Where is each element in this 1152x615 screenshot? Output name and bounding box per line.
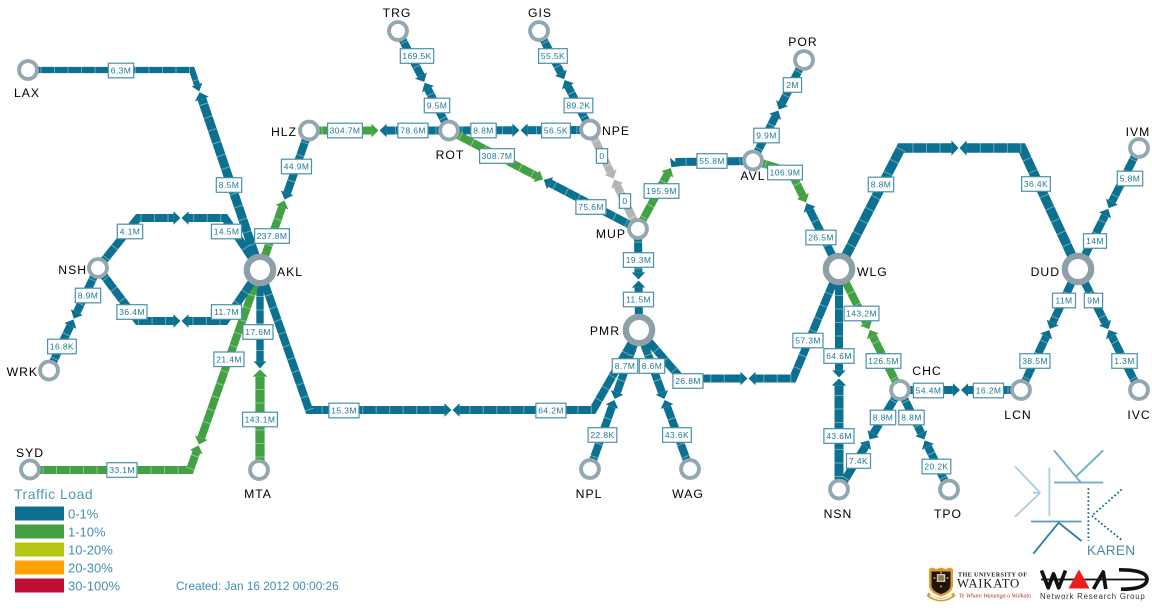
svg-text:9.9M: 9.9M (756, 131, 777, 141)
svg-text:4.1M: 4.1M (120, 227, 141, 237)
svg-text:36.4K: 36.4K (1024, 179, 1048, 189)
svg-text:14M: 14M (1086, 236, 1104, 246)
svg-text:WLG: WLG (857, 265, 888, 279)
svg-text:8.8M: 8.8M (873, 413, 894, 423)
svg-text:10-20%: 10-20% (68, 543, 113, 558)
svg-text:43.6M: 43.6M (826, 431, 852, 441)
svg-text:WAIKATO: WAIKATO (957, 577, 1020, 591)
svg-text:8.8M: 8.8M (871, 180, 892, 190)
svg-text:56.5K: 56.5K (544, 126, 568, 136)
svg-text:78.6M: 78.6M (400, 126, 426, 136)
svg-text:30-100%: 30-100% (68, 579, 120, 594)
svg-text:DUD: DUD (1031, 265, 1060, 279)
svg-text:20-30%: 20-30% (68, 561, 113, 576)
svg-text:14.5M: 14.5M (214, 227, 240, 237)
svg-text:64.6M: 64.6M (826, 351, 852, 361)
svg-text:PMR: PMR (590, 324, 620, 338)
svg-text:75.6M: 75.6M (578, 202, 604, 212)
svg-text:26.5M: 26.5M (808, 233, 834, 243)
svg-text:MUP: MUP (596, 227, 626, 241)
svg-text:LAX: LAX (14, 86, 40, 100)
svg-text:Created: Jan 16 2012 00:00:26: Created: Jan 16 2012 00:00:26 (176, 579, 339, 593)
svg-text:304.7M: 304.7M (330, 126, 361, 136)
svg-text:11.7M: 11.7M (214, 307, 239, 317)
svg-text:143.1M: 143.1M (245, 415, 276, 425)
svg-text:NPE: NPE (602, 124, 630, 138)
svg-text:WAG: WAG (672, 487, 704, 501)
svg-text:IVM: IVM (1126, 125, 1151, 139)
svg-text:237.8M: 237.8M (257, 231, 288, 241)
svg-text:26.8M: 26.8M (675, 376, 701, 386)
svg-text:NPL: NPL (576, 487, 603, 501)
svg-text:9.5M: 9.5M (427, 101, 448, 111)
svg-text:169.5K: 169.5K (402, 51, 431, 61)
svg-text:Te Whare Wananga o Waikato: Te Whare Wananga o Waikato (959, 593, 1031, 599)
svg-text:15.3M: 15.3M (331, 406, 357, 416)
svg-text:5.8M: 5.8M (1120, 174, 1141, 184)
svg-text:8.5M: 8.5M (219, 180, 240, 190)
svg-text:44.9M: 44.9M (284, 162, 310, 172)
svg-text:KAREN: KAREN (1087, 543, 1135, 558)
svg-text:106.9M: 106.9M (770, 168, 801, 178)
svg-text:143.2M: 143.2M (846, 309, 877, 319)
svg-text:Network Research Group: Network Research Group (1040, 592, 1146, 601)
svg-text:TRG: TRG (383, 6, 412, 20)
svg-text:WRK: WRK (7, 365, 38, 379)
svg-text:2M: 2M (786, 80, 799, 90)
svg-text:16.2M: 16.2M (976, 386, 1002, 396)
svg-text:8.7M: 8.7M (615, 361, 636, 371)
svg-text:16.8K: 16.8K (50, 342, 74, 352)
svg-text:89.2K: 89.2K (566, 101, 590, 111)
svg-text:6.3M: 6.3M (111, 66, 132, 76)
svg-text:0-1%: 0-1% (68, 507, 99, 522)
svg-text:0: 0 (599, 151, 604, 161)
svg-text:308.7M: 308.7M (482, 151, 513, 161)
svg-text:195.9M: 195.9M (646, 186, 677, 196)
svg-text:20.2K: 20.2K (924, 462, 948, 472)
svg-text:CHC: CHC (912, 364, 941, 378)
svg-text:19.3M: 19.3M (626, 255, 652, 265)
svg-text:126.5M: 126.5M (868, 356, 899, 366)
svg-text:64.2M: 64.2M (538, 406, 564, 416)
svg-text:8.8M: 8.8M (473, 126, 494, 136)
svg-text:8.6M: 8.6M (642, 361, 663, 371)
svg-text:IVC: IVC (1127, 408, 1150, 422)
svg-text:TPO: TPO (934, 507, 962, 521)
svg-text:LCN: LCN (1004, 408, 1031, 422)
svg-text:22.8K: 22.8K (590, 430, 614, 440)
svg-text:55.5K: 55.5K (541, 51, 565, 61)
svg-text:17.6M: 17.6M (245, 327, 271, 337)
svg-text:36.4M: 36.4M (119, 307, 145, 317)
svg-text:38.5M: 38.5M (1022, 356, 1048, 366)
svg-text:33.1M: 33.1M (109, 465, 135, 475)
svg-text:21.4M: 21.4M (216, 354, 242, 364)
svg-text:1-10%: 1-10% (68, 525, 106, 540)
svg-text:AVL: AVL (740, 169, 765, 183)
svg-text:GIS: GIS (528, 6, 552, 20)
svg-text:MTA: MTA (244, 487, 272, 501)
svg-text:1.3M: 1.3M (1114, 356, 1135, 366)
svg-text:8.9M: 8.9M (78, 291, 99, 301)
svg-text:SYD: SYD (16, 446, 44, 460)
svg-text:11.5M: 11.5M (626, 295, 651, 305)
svg-text:0: 0 (622, 196, 627, 206)
svg-text:POR: POR (788, 35, 817, 49)
svg-text:NSN: NSN (824, 507, 853, 521)
svg-text:57.3M: 57.3M (795, 336, 821, 346)
svg-text:43.6K: 43.6K (665, 430, 689, 440)
svg-text:NSH: NSH (58, 263, 87, 277)
svg-text:9M: 9M (1087, 296, 1100, 306)
svg-text:55.8M: 55.8M (699, 156, 725, 166)
svg-text:54.4M: 54.4M (916, 386, 942, 396)
svg-text:AKL: AKL (277, 265, 303, 279)
svg-text:ROT: ROT (436, 148, 465, 162)
svg-text:8.8M: 8.8M (901, 413, 922, 423)
svg-text:HLZ: HLZ (271, 125, 297, 139)
svg-text:11M: 11M (1055, 296, 1072, 306)
svg-text:7.4K: 7.4K (849, 456, 868, 466)
svg-text:Traffic Load: Traffic Load (14, 486, 93, 502)
